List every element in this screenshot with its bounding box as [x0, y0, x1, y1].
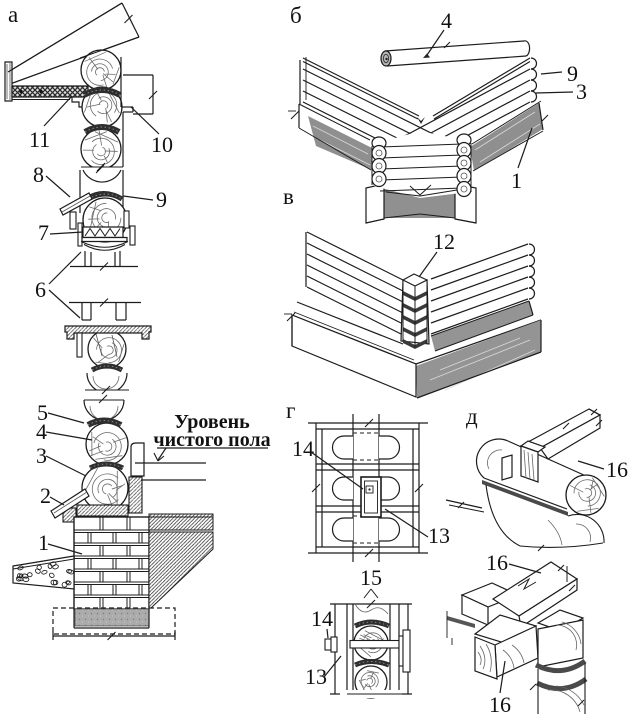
- svg-text:б: б: [290, 3, 302, 28]
- svg-text:г: г: [286, 398, 295, 423]
- svg-text:12: 12: [433, 229, 455, 254]
- svg-text:11: 11: [29, 127, 50, 152]
- svg-text:16: 16: [489, 692, 511, 716]
- svg-text:1: 1: [511, 168, 522, 193]
- svg-text:16: 16: [606, 457, 628, 482]
- svg-text:15: 15: [360, 565, 382, 590]
- svg-text:3: 3: [576, 79, 587, 104]
- svg-text:2: 2: [40, 483, 51, 508]
- svg-text:1: 1: [38, 530, 49, 555]
- svg-text:3: 3: [36, 443, 47, 468]
- svg-text:14: 14: [311, 606, 333, 631]
- svg-text:13: 13: [428, 523, 450, 548]
- svg-text:14: 14: [292, 436, 314, 461]
- svg-text:9: 9: [156, 187, 167, 212]
- svg-text:10: 10: [151, 132, 173, 157]
- svg-text:8: 8: [33, 162, 44, 187]
- svg-text:д: д: [466, 404, 478, 429]
- svg-text:чистого пола: чистого пола: [153, 429, 270, 451]
- svg-text:а: а: [8, 2, 18, 27]
- svg-text:4: 4: [36, 419, 47, 444]
- svg-text:в: в: [283, 184, 294, 209]
- svg-text:4: 4: [441, 8, 452, 33]
- svg-text:7: 7: [38, 220, 49, 245]
- svg-text:6: 6: [35, 277, 46, 302]
- svg-text:16: 16: [486, 550, 508, 575]
